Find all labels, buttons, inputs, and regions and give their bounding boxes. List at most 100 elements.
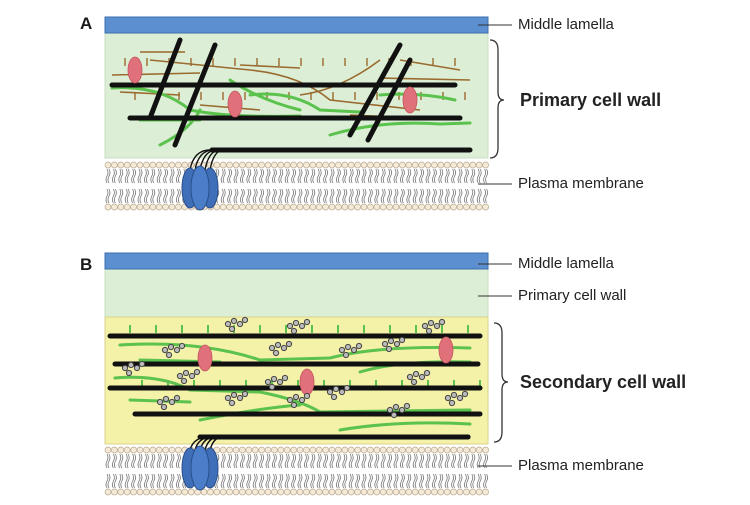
lipid-tail [156, 168, 160, 184]
lipid-tail [370, 188, 373, 204]
lipid-head [219, 446, 227, 454]
lipid-tail [105, 453, 109, 469]
lipid-tail [370, 473, 373, 489]
lipid-head [219, 203, 227, 211]
lipid-head [347, 203, 355, 211]
lipid-tail [120, 188, 124, 204]
lipid-tail [470, 473, 474, 489]
cellulose-microfibril [147, 37, 183, 121]
lipid-tail [331, 168, 335, 184]
lipid-tail [222, 188, 226, 204]
lipid-tail [304, 168, 307, 184]
lipid-tail [329, 453, 333, 469]
lignin-cluster-icon [180, 377, 188, 385]
lipid-tail [158, 453, 162, 469]
lipid-head [264, 203, 272, 211]
panel-letter-b: B [80, 255, 93, 274]
lipid-tail [316, 188, 320, 204]
lipid-head [386, 203, 393, 211]
lipid-head [149, 161, 157, 169]
lipid-tail [459, 453, 463, 469]
lipid-tail [306, 453, 309, 469]
lipid-head [123, 203, 131, 211]
lipid-head [136, 203, 144, 211]
lipid-tail [464, 473, 467, 489]
lipid-tail [361, 168, 365, 184]
lipid-head [271, 446, 278, 454]
lipid-tail [338, 473, 341, 489]
lipid-head [405, 203, 413, 211]
lipid-head [373, 488, 381, 496]
lipid-tail [120, 473, 124, 489]
lipid-tail [451, 473, 454, 489]
lipid-tail [478, 168, 482, 184]
lipid-tail [114, 473, 117, 489]
lignin-cluster-icon [236, 320, 244, 328]
lipid-head [104, 488, 112, 496]
lipid-tail [412, 168, 416, 184]
lipid-tail [374, 453, 378, 469]
lipid-tail [414, 188, 418, 204]
lipid-tail [357, 188, 360, 204]
lipid-tail [440, 168, 444, 184]
lipid-tail [464, 188, 467, 204]
lipid-tail [139, 473, 143, 489]
lipid-tail [120, 453, 124, 469]
lipid-tail [152, 473, 156, 489]
lipid-tail [163, 473, 166, 489]
lipid-tail [248, 188, 252, 204]
lipid-tail [156, 453, 160, 469]
lipid-tail [105, 188, 109, 204]
lipid-tail [222, 168, 226, 184]
lipid-tail [400, 453, 403, 469]
lipid-tail [355, 168, 358, 184]
lipid-head [463, 446, 470, 454]
lipid-tail [235, 453, 239, 469]
lipid-head [136, 446, 144, 454]
lipid-tail [421, 188, 424, 204]
middle-lamella-bar [104, 16, 489, 34]
lipid-head [239, 161, 246, 169]
lipid-tail [120, 168, 124, 184]
lipid-tail [278, 473, 282, 489]
lipid-tail [342, 168, 346, 184]
lipid-tail [466, 168, 469, 184]
lipid-tail [478, 188, 482, 204]
lignin-cluster-icon [421, 322, 429, 330]
lipid-head [168, 446, 176, 454]
lipid-tail [421, 453, 424, 469]
plasma-membrane [104, 446, 489, 496]
lipid-tail [344, 168, 348, 184]
lipid-tail [323, 473, 326, 489]
lignin-cluster-icon [390, 411, 398, 419]
lipid-head [277, 446, 285, 454]
lipid-head [405, 161, 413, 169]
lipid-tail [444, 188, 448, 204]
lipid-tail [233, 453, 237, 469]
lipid-tail [310, 188, 314, 204]
lipid-head [379, 446, 387, 454]
lipid-tail [304, 473, 307, 489]
lignin-cluster-icon [403, 402, 411, 410]
lipid-tail [459, 473, 463, 489]
lipid-head [322, 488, 329, 496]
wall-brace [493, 322, 509, 443]
lipid-tail [240, 188, 243, 204]
lipid-tail [133, 473, 136, 489]
lipid-tail [112, 453, 115, 469]
lipid-head [399, 446, 406, 454]
lipid-head [111, 203, 118, 211]
lipid-head [373, 203, 381, 211]
lipid-head [283, 446, 291, 454]
lipid-tail [323, 168, 326, 184]
lignin-cluster-icon [228, 399, 236, 407]
lipid-tail [178, 168, 181, 184]
lipid-head [251, 161, 259, 169]
lipid-head [149, 203, 157, 211]
lipid-tail [318, 453, 322, 469]
lignin-cluster-icon [281, 374, 289, 382]
lipid-tail [329, 473, 333, 489]
lipid-head [482, 203, 489, 211]
lipid-tail [389, 188, 392, 204]
lipid-tail [459, 188, 463, 204]
